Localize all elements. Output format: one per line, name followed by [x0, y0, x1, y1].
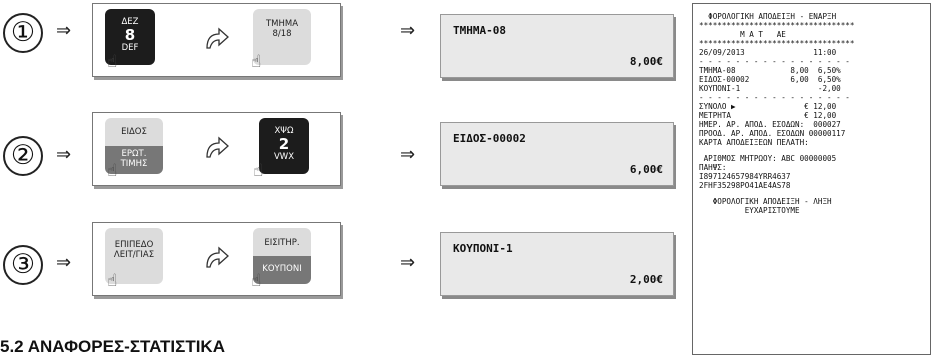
implies-arrow-display-1: ⇒ — [400, 20, 416, 41]
receipt-line: - - - - - - - - - - - - - - - - - — [699, 57, 850, 66]
key-label-digit: 8 — [124, 26, 136, 44]
key-label-bottom: ΚΟΥΠΟΝΙ — [253, 256, 311, 284]
key-department-8[interactable]: ΤΜΗΜΑ 8/18 — [253, 9, 311, 65]
key-def-8[interactable]: ΔΕΖ 8 DEF — [105, 9, 155, 65]
key-label-top: ΤΜΗΜΑ — [265, 19, 299, 29]
pointing-hand-icon: ☝ — [107, 271, 118, 291]
implies-arrow-display-3: ⇒ — [400, 252, 416, 273]
key-label-top: ΕΙΔΟΣ — [105, 118, 163, 146]
pointing-hand-icon: ☝ — [253, 161, 264, 181]
pointing-hand-icon: ☝ — [107, 52, 118, 72]
key-coupon[interactable]: ΕΙΣΙΤΗΡ. ΚΟΥΠΟΝΙ — [253, 228, 311, 284]
key-label-top: ΧΨΩ — [274, 126, 294, 136]
cash-register-display-1: ΤΜΗΜΑ-08 8,00€ — [440, 14, 674, 78]
key-label-bottom: 8/18 — [272, 29, 292, 39]
key-label-digit: 2 — [278, 135, 290, 153]
key-label-bottom: VWX — [273, 152, 295, 162]
receipt-line: 2FHF35298PO41AE4AS78 — [699, 181, 791, 190]
key-label-top: ΕΠΙΠΕΔΟ — [114, 240, 154, 250]
receipt-line: ΦΟΡΟΛΟΓΙΚΗ ΑΠΟΔΕΙΞΗ - ΕΝΑΡΞΗ — [699, 12, 837, 21]
implies-arrow-3: ⇒ — [56, 252, 72, 273]
receipt-line: ΤΜΗΜΑ-08 8,00 6,50% — [699, 66, 841, 75]
display-line-2: 6,00€ — [629, 163, 663, 176]
step-number-1: ① — [3, 13, 43, 53]
pointing-hand-icon: ☝ — [251, 52, 262, 72]
key-label-top: ΔΕΖ — [121, 17, 139, 27]
key-sequence-panel-1: ΔΕΖ 8 DEF ☝ ΤΜΗΜΑ 8/18 ☝ — [92, 3, 341, 77]
display-line-2: 8,00€ — [629, 55, 663, 68]
step-number-2: ② — [3, 136, 43, 176]
fiscal-receipt: ΦΟΡΟΛΟΓΙΚΗ ΑΠΟΔΕΙΞΗ - ΕΝΑΡΞΗ************… — [692, 3, 931, 355]
receipt-line: Μ Α Τ ΑΕ — [699, 30, 786, 39]
key-label-bottom: ΛΕΙΤ/ΓΙΑΣ — [113, 250, 155, 260]
implies-arrow-display-2: ⇒ — [400, 144, 416, 165]
curved-arrow-icon — [206, 136, 229, 158]
implies-arrow-1: ⇒ — [56, 20, 72, 41]
receipt-line — [699, 147, 926, 154]
curved-arrow-icon — [206, 246, 229, 268]
receipt-line: ********************************** — [699, 39, 855, 48]
key-label-top: ΕΙΣΙΤΗΡ. — [253, 228, 311, 256]
receipt-line: ********************************** — [699, 21, 855, 30]
receipt-line: - - - - - - - - - - - - - - - - - — [699, 93, 850, 102]
receipt-line: 26/09/2013 11:00 — [699, 48, 837, 57]
cash-register-display-3: ΚΟΥΠΟΝΙ-1 2,00€ — [440, 232, 674, 296]
implies-arrow-2: ⇒ — [56, 144, 72, 165]
cash-register-display-2: ΕΙΔΟΣ-00002 6,00€ — [440, 122, 674, 186]
receipt-line: ΜΕΤΡΗΤΑ € 12,00 — [699, 111, 837, 120]
receipt-line — [699, 190, 926, 197]
receipt-line: ΑΡΙΘΜΟΣ ΜΗΤΡΩΟΥ: ABC 00000005 — [699, 154, 837, 163]
receipt-line: ΕΙΔΟΣ-00002 6,00 6,50% — [699, 75, 841, 84]
receipt-body: ΦΟΡΟΛΟΓΙΚΗ ΑΠΟΔΕΙΞΗ - ΕΝΑΡΞΗ************… — [693, 4, 930, 215]
receipt-line: ΦΟΡΟΛΟΓΙΚΗ ΑΠΟΔΕΙΞΗ - ΛΗΞΗ — [699, 197, 832, 206]
receipt-line: ΠΡΟΟΔ. ΑΡ. ΑΠΟΔ. ΕΣΟΔΩΝ 00000117 — [699, 129, 846, 138]
display-line-1: ΚΟΥΠΟΝΙ-1 — [453, 242, 513, 255]
receipt-line: ΣΥΝΟΛΟ ▶ € 12,00 — [699, 102, 837, 111]
curved-arrow-icon — [206, 27, 229, 49]
receipt-line: I897124657984YRR4637 — [699, 172, 791, 181]
display-line-1: ΕΙΔΟΣ-00002 — [453, 132, 526, 145]
key-operation-level[interactable]: ΕΠΙΠΕΔΟ ΛΕΙΤ/ΓΙΑΣ — [105, 228, 163, 284]
pointing-hand-icon: ☝ — [251, 271, 262, 291]
key-sequence-panel-2: ΕΙΔΟΣ ΕΡΩΤ. ΤΙΜΗΣ ☝ ΧΨΩ 2 VWX ☝ — [92, 112, 341, 186]
key-vwx-2[interactable]: ΧΨΩ 2 VWX — [259, 118, 309, 174]
display-line-2: 2,00€ — [629, 273, 663, 286]
key-sequence-panel-3: ΕΠΙΠΕΔΟ ΛΕΙΤ/ΓΙΑΣ ☝ ΕΙΣΙΤΗΡ. ΚΟΥΠΟΝΙ ☝ — [92, 222, 341, 296]
key-label-bottom: DEF — [121, 43, 139, 53]
display-line-1: ΤΜΗΜΑ-08 — [453, 24, 506, 37]
step-number-3: ③ — [3, 245, 43, 285]
receipt-line: ΚΟΥΠΟΝΙ-1 -2,00 — [699, 84, 841, 93]
receipt-line: ΠΑΗΨΣ: — [699, 163, 727, 172]
receipt-line: ΚΑΡΤΑ ΑΠΟΔΕΙΞΕΩΝ ΠΕΛΑΤΗ: — [699, 138, 809, 147]
receipt-line: ΗΜΕΡ. ΑΡ. ΑΠΟΔ. ΕΣΟΔΩΝ: 000027 — [699, 120, 841, 129]
pointing-hand-icon: ☝ — [107, 161, 118, 181]
receipt-line: ΕΥΧΑΡΙΣΤΟΥΜΕ — [699, 206, 800, 215]
key-label-bottom: ΕΡΩΤ. ΤΙΜΗΣ — [105, 146, 163, 174]
section-heading: 5.2 ΑΝΑΦΟΡΕΣ-ΣΤΑΤΙΣΤΙΚΑ — [0, 337, 225, 356]
key-item-price-query[interactable]: ΕΙΔΟΣ ΕΡΩΤ. ΤΙΜΗΣ — [105, 118, 163, 174]
